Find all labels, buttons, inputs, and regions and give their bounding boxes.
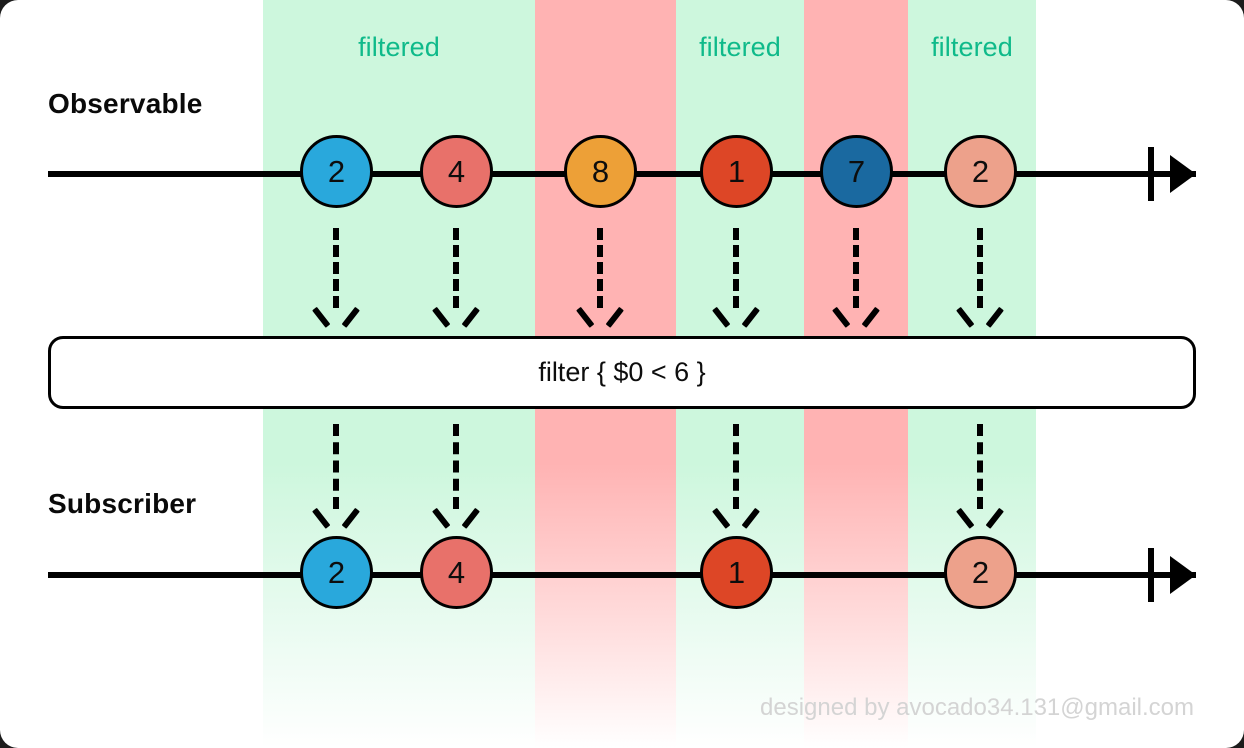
filter-operator-label: filter { $0 < 6 } [538, 357, 706, 387]
subscriber-marble-3[interactable]: 1 [700, 536, 773, 609]
filtered-band-label-2: filtered [699, 32, 781, 62]
observable-marble-1[interactable]: 2 [300, 135, 373, 208]
dashed-line [733, 228, 739, 308]
observable-label: Observable [48, 88, 203, 119]
filter-operator-box[interactable]: filter { $0 < 6 } [48, 336, 1196, 409]
subscriber-label: Subscriber [48, 488, 197, 519]
observable-marble-4[interactable]: 1 [700, 135, 773, 208]
dashed-line [453, 424, 459, 509]
pass-down-arrow-2 [441, 424, 471, 529]
designer-credit: designed by avocado34.131@gmail.com [760, 694, 1194, 721]
emit-down-arrow-6 [965, 228, 995, 328]
observable-marble-3[interactable]: 8 [564, 135, 637, 208]
dashed-line [977, 228, 983, 308]
chevron-down-icon [723, 503, 749, 529]
chevron-down-icon [587, 302, 613, 328]
emit-down-arrow-3 [585, 228, 615, 328]
chevron-down-icon [843, 302, 869, 328]
chevron-down-icon [323, 302, 349, 328]
subscriber-completion-tick [1148, 548, 1154, 602]
dashed-line [453, 228, 459, 308]
emit-down-arrow-4 [721, 228, 751, 328]
pass-down-arrow-3 [721, 424, 751, 529]
dashed-line [977, 424, 983, 509]
emit-down-arrow-1 [321, 228, 351, 328]
chevron-down-icon [443, 503, 469, 529]
observable-marble-2[interactable]: 4 [420, 135, 493, 208]
filtered-band-label-3: filtered [931, 32, 1013, 62]
observable-arrow-head-icon [1170, 155, 1196, 193]
dashed-line [333, 424, 339, 509]
subscriber-marble-4[interactable]: 2 [944, 536, 1017, 609]
chevron-down-icon [967, 503, 993, 529]
observable-marble-6[interactable]: 2 [944, 135, 1017, 208]
dashed-line [853, 228, 859, 308]
chevron-down-icon [967, 302, 993, 328]
dashed-line [733, 424, 739, 509]
observable-marble-5[interactable]: 7 [820, 135, 893, 208]
chevron-down-icon [443, 302, 469, 328]
emit-down-arrow-5 [841, 228, 871, 328]
dashed-line [597, 228, 603, 308]
pass-down-arrow-4 [965, 424, 995, 529]
dashed-line [333, 228, 339, 308]
chevron-down-icon [323, 503, 349, 529]
subscriber-marble-2[interactable]: 4 [420, 536, 493, 609]
chevron-down-icon [723, 302, 749, 328]
filtered-band-label-1: filtered [358, 32, 440, 62]
subscriber-arrow-head-icon [1170, 556, 1196, 594]
subscriber-axis-line [48, 572, 1196, 578]
pass-down-arrow-1 [321, 424, 351, 529]
emit-down-arrow-2 [441, 228, 471, 328]
observable-completion-tick [1148, 147, 1154, 201]
subscriber-marble-1[interactable]: 2 [300, 536, 373, 609]
